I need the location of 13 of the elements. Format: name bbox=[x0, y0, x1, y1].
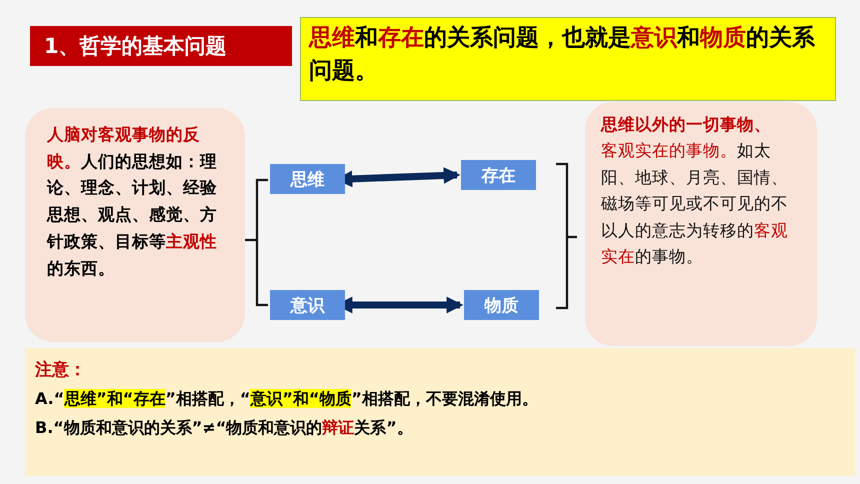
note-text: B.“物质和意识的关系”≠“物质和意识的辩证关系”。 bbox=[35, 418, 414, 439]
card-heading: 思维以外的一切事物、 bbox=[601, 114, 772, 136]
description-card bbox=[585, 102, 817, 346]
card-text: 客观实在的事物。如太阳、地球、月亮、国情、磁场等可见或不可见的不以人的意志为转移的客观实在的事物。 bbox=[601, 140, 789, 268]
concept-box: 物质 bbox=[464, 290, 539, 320]
title-banner: 1、哲学的基本问题 bbox=[30, 26, 292, 66]
concept-box: 存在 bbox=[461, 160, 536, 190]
statement-box: 思维和存在的关系问题，也就是意识和物质的关系问题。 bbox=[300, 17, 836, 101]
note-heading: 注意： bbox=[35, 359, 87, 381]
note-panel bbox=[25, 348, 855, 476]
concept-box: 意识 bbox=[270, 290, 345, 320]
concept-box: 思维 bbox=[270, 164, 345, 194]
description-card: 人脑对客观事物的反映。人们的思想如：理论、理念、计划、经验思想、观点、感觉、方针政策、目标等主观性的东西。 bbox=[25, 108, 245, 342]
